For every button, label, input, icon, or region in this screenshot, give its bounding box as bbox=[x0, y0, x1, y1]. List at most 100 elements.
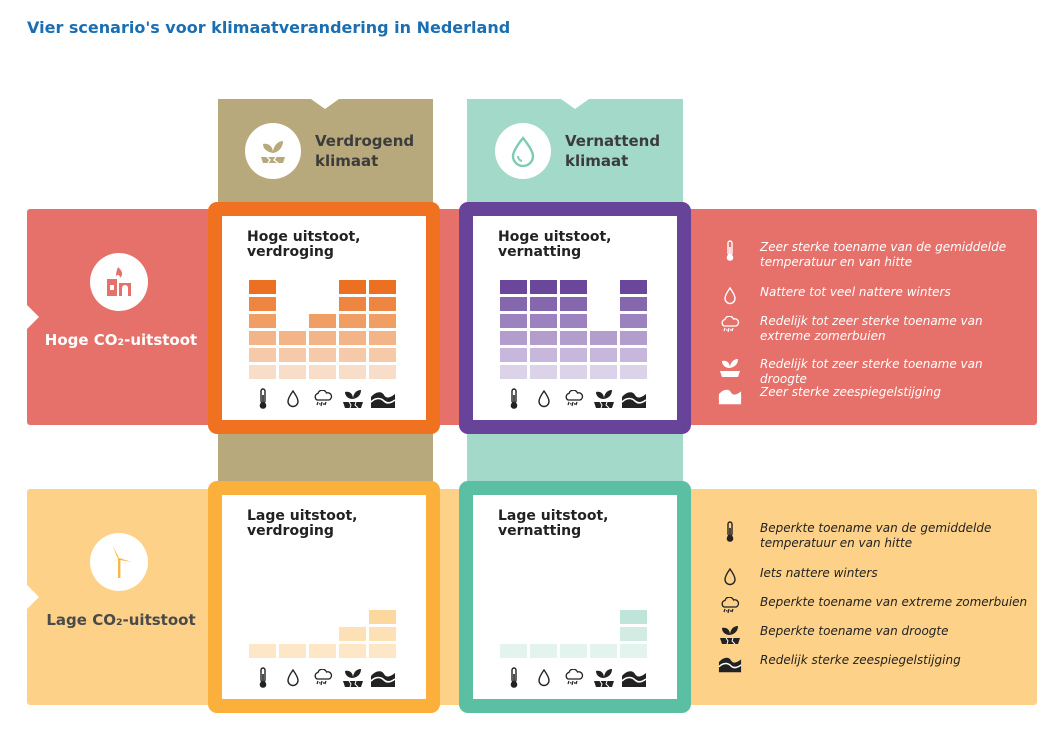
legend-text: Redelijk tot zeer sterke toename van ext… bbox=[760, 314, 983, 343]
legend-text: Beperkte toename van extreme zomerbuien bbox=[760, 595, 1028, 609]
bar-cell bbox=[249, 365, 276, 379]
bar-cell bbox=[560, 348, 587, 362]
bar-cell bbox=[530, 280, 557, 294]
legend-text: Beperkte toename van droogte bbox=[760, 624, 949, 638]
thermometer-icon bbox=[249, 388, 276, 410]
bar-cell bbox=[620, 644, 647, 658]
bar-cell bbox=[530, 297, 557, 311]
scenario-card-hoge-verdroging: Hoge uitstoot, verdroging bbox=[208, 202, 440, 434]
scenario-title: Hoge uitstoot, vernatting bbox=[498, 229, 612, 260]
bar-cell bbox=[339, 280, 366, 294]
bar-cell bbox=[309, 331, 336, 345]
legend-text: Beperkte toename van de gemiddelde tempe… bbox=[760, 521, 992, 550]
sea-wave-icon bbox=[718, 653, 742, 675]
bar-cell bbox=[369, 280, 396, 294]
bar-cell bbox=[530, 314, 557, 328]
bar-cell bbox=[560, 331, 587, 345]
drought-plant-icon bbox=[590, 667, 617, 689]
legend-item: Redelijk tot zeer sterke toename van ext… bbox=[718, 314, 1028, 344]
thermometer-icon bbox=[249, 667, 276, 689]
legend-text: Redelijk sterke zeespiegelstijging bbox=[760, 653, 961, 667]
page-title: Vier scenario's voor klimaatverandering … bbox=[27, 18, 511, 37]
bar-cell bbox=[620, 297, 647, 311]
bar-cell bbox=[620, 348, 647, 362]
scenario-card-lage-verdroging: Lage uitstoot, verdroging bbox=[208, 481, 440, 713]
legend-text: Zeer sterke toename van de gemiddelde te… bbox=[760, 240, 1007, 269]
scenario-card-hoge-vernatting: Hoge uitstoot, vernatting bbox=[459, 202, 691, 434]
legend-item: Redelijk sterke zeespiegelstijging bbox=[718, 653, 1028, 675]
bar-cell bbox=[339, 331, 366, 345]
bar-cell bbox=[279, 365, 306, 379]
bar-cell bbox=[560, 297, 587, 311]
rain-cloud-icon bbox=[718, 314, 742, 336]
bar-cell bbox=[279, 331, 306, 345]
bar-cell bbox=[249, 314, 276, 328]
bar-cell bbox=[530, 365, 557, 379]
bar-cell bbox=[500, 644, 527, 658]
wind-turbine-icon bbox=[90, 533, 148, 591]
plant-drought-icon bbox=[245, 123, 301, 179]
legend-item: Beperkte toename van de gemiddelde tempe… bbox=[718, 521, 1028, 551]
drought-plant-icon bbox=[590, 388, 617, 410]
bar-cell bbox=[620, 331, 647, 345]
bar-cell bbox=[339, 644, 366, 658]
bar-cell bbox=[500, 365, 527, 379]
sea-wave-icon bbox=[620, 388, 647, 410]
bar-cell bbox=[530, 331, 557, 345]
bar-cell bbox=[620, 280, 647, 294]
water-drop-icon bbox=[495, 123, 551, 179]
bar-cell bbox=[369, 627, 396, 641]
scenario-title: Lage uitstoot, vernatting bbox=[498, 508, 609, 539]
thermometer-icon bbox=[718, 521, 742, 543]
drought-plant-icon bbox=[718, 357, 742, 379]
bar-cell bbox=[500, 331, 527, 345]
bar-cell bbox=[309, 365, 336, 379]
scenario-title: Lage uitstoot, verdroging bbox=[247, 508, 358, 539]
bar-cell bbox=[339, 314, 366, 328]
thermometer-icon bbox=[500, 388, 527, 410]
rain-cloud-icon bbox=[718, 595, 742, 617]
legend-item: Zeer sterke toename van de gemiddelde te… bbox=[718, 240, 1028, 270]
sea-wave-icon bbox=[369, 667, 396, 689]
bar-cell bbox=[339, 365, 366, 379]
bar-cell bbox=[560, 644, 587, 658]
bar-cell bbox=[309, 348, 336, 362]
bar-cell bbox=[369, 314, 396, 328]
drought-plant-icon bbox=[339, 388, 366, 410]
bar-cell bbox=[530, 348, 557, 362]
rain-cloud-icon bbox=[560, 388, 587, 410]
bar-cell bbox=[249, 331, 276, 345]
thermometer-icon bbox=[500, 667, 527, 689]
legend-item: Zeer sterke zeespiegelstijging bbox=[718, 385, 1028, 407]
sea-wave-icon bbox=[620, 667, 647, 689]
water-drop-icon bbox=[279, 667, 306, 689]
bar-cell bbox=[369, 348, 396, 362]
legend-item: Nattere tot veel nattere winters bbox=[718, 285, 1028, 307]
bar-cell bbox=[249, 297, 276, 311]
water-drop-icon bbox=[530, 388, 557, 410]
legend-item: Redelijk tot zeer sterke toename van dro… bbox=[718, 357, 1028, 387]
sea-wave-icon bbox=[718, 385, 742, 407]
bar-cell bbox=[279, 644, 306, 658]
bar-cell bbox=[500, 348, 527, 362]
bar-cell bbox=[620, 627, 647, 641]
bar-cell bbox=[339, 348, 366, 362]
drought-plant-icon bbox=[339, 667, 366, 689]
bar-cell bbox=[590, 644, 617, 658]
scenario-card-lage-vernatting: Lage uitstoot, vernatting bbox=[459, 481, 691, 713]
bar-cell bbox=[560, 365, 587, 379]
bar-cell bbox=[339, 297, 366, 311]
bar-cell bbox=[369, 365, 396, 379]
bar-cell bbox=[369, 644, 396, 658]
legend-text: Zeer sterke zeespiegelstijging bbox=[760, 385, 941, 399]
legend-text: Redelijk tot zeer sterke toename van dro… bbox=[760, 357, 983, 386]
scenario-title: Hoge uitstoot, verdroging bbox=[247, 229, 361, 260]
bar-cell bbox=[500, 314, 527, 328]
legend-item: Beperkte toename van extreme zomerbuien bbox=[718, 595, 1028, 617]
bar-cell bbox=[309, 644, 336, 658]
rain-cloud-icon bbox=[560, 667, 587, 689]
thermometer-icon bbox=[718, 240, 742, 262]
water-drop-icon bbox=[279, 388, 306, 410]
bar-cell bbox=[249, 280, 276, 294]
bar-cell bbox=[279, 348, 306, 362]
